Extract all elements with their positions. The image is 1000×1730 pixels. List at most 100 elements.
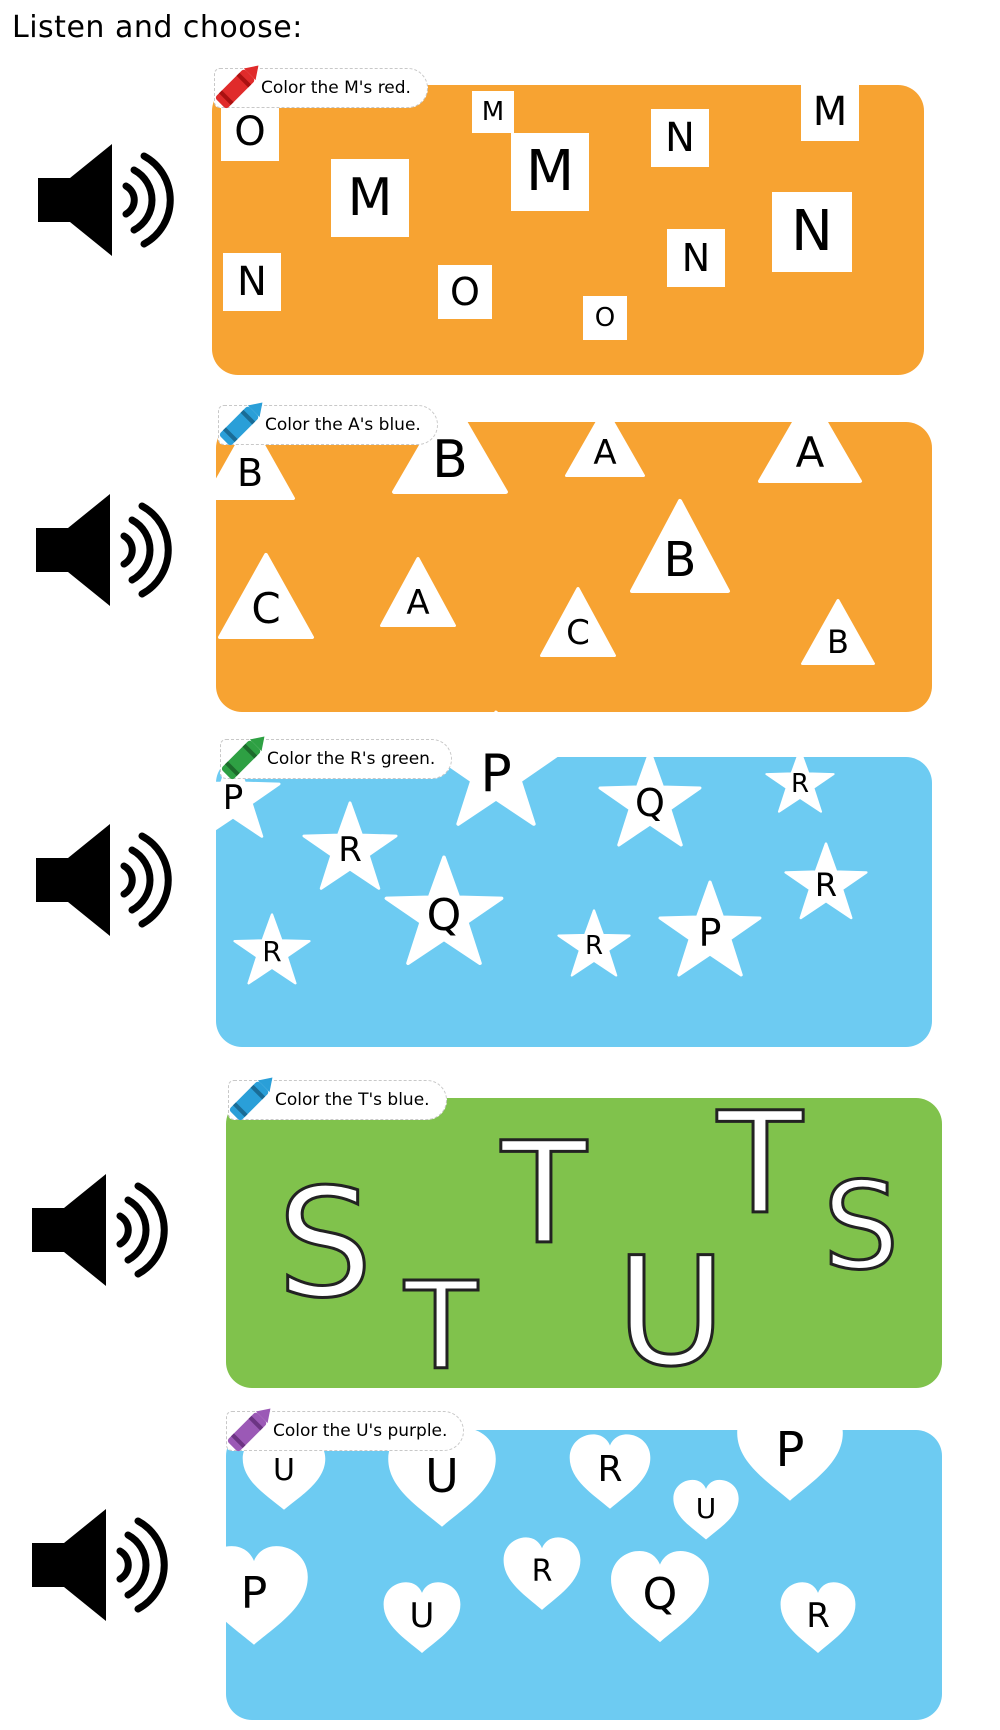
letter: N <box>665 115 695 161</box>
activity-panel-4 <box>226 1098 942 1388</box>
instruction-text: Color the R's green. <box>267 749 436 769</box>
speaker-icon[interactable] <box>24 1505 174 1625</box>
tri-letter-card[interactable]: A <box>380 557 456 627</box>
outline-letter-glyph: S <box>277 1157 372 1331</box>
blue-crayon-icon <box>229 1077 273 1121</box>
tri-letter-card[interactable]: A <box>758 393 862 483</box>
instruction-label-2: Color the A's blue. <box>218 402 438 446</box>
letter: M <box>812 89 848 135</box>
instruction-text: Color the M's red. <box>261 78 411 98</box>
letter: M <box>347 168 393 228</box>
heart-letter-card[interactable]: R <box>779 1580 857 1656</box>
outline-letter[interactable]: U <box>615 1225 728 1402</box>
purple-crayon-icon <box>227 1408 271 1452</box>
letter: O <box>450 270 480 314</box>
square-letter-card[interactable]: O <box>221 103 279 161</box>
letter: B <box>827 623 849 662</box>
star-letter-card[interactable]: R <box>233 913 311 987</box>
star-letter-card[interactable]: P <box>185 749 281 841</box>
heart-letter-card[interactable]: U <box>386 1425 498 1531</box>
heart-letter-card[interactable]: R <box>568 1432 652 1512</box>
outline-letter-glyph: T <box>500 1113 587 1276</box>
square-letter-card[interactable]: N <box>223 253 281 311</box>
letter: R <box>814 865 838 904</box>
star-letter-card[interactable]: P <box>433 710 559 830</box>
square-letter-card[interactable]: O <box>583 296 627 340</box>
square-letter-card[interactable]: N <box>667 229 725 287</box>
letter: Q <box>642 1568 678 1620</box>
letter: R <box>790 769 810 800</box>
star-letter-card[interactable]: Q <box>384 855 504 969</box>
outline-letter[interactable]: S <box>816 1157 906 1299</box>
outline-letter-glyph: T <box>716 1083 803 1246</box>
heart-letter-card[interactable]: P <box>198 1543 310 1649</box>
tri-letter-card[interactable]: A <box>565 407 645 477</box>
letter: R <box>338 829 362 870</box>
square-letter-card[interactable]: N <box>651 109 709 167</box>
star-letter-card[interactable]: R <box>557 909 631 979</box>
letter: R <box>262 935 282 969</box>
heart-letter-card[interactable]: U <box>672 1478 740 1542</box>
heart-letter-card[interactable]: P <box>735 1399 845 1505</box>
instruction-label-4: Color the T's blue. <box>228 1077 447 1121</box>
letter: U <box>425 1448 459 1503</box>
letter: P <box>775 1421 805 1478</box>
tri-letter-card[interactable]: C <box>218 553 314 639</box>
letter: B <box>432 430 468 491</box>
blue-crayon-icon <box>219 402 263 446</box>
instruction-text: Color the T's blue. <box>275 1090 430 1110</box>
letter: C <box>566 612 590 653</box>
square-letter-card[interactable]: O <box>438 265 492 319</box>
letter: Q <box>426 889 462 941</box>
letter: P <box>480 743 512 804</box>
letter: R <box>806 1596 830 1637</box>
square-letter-card[interactable]: N <box>772 192 852 272</box>
star-letter-card[interactable]: R <box>765 749 835 815</box>
letter: N <box>791 199 833 264</box>
letter: R <box>584 931 604 962</box>
heart-letter-card[interactable]: U <box>241 1433 327 1513</box>
letter: Q <box>635 781 665 826</box>
green-crayon-icon <box>221 736 265 780</box>
heart-letter-card[interactable]: R <box>502 1535 582 1613</box>
tri-letter-card[interactable]: B <box>205 420 295 500</box>
star-letter-card[interactable]: Q <box>598 750 702 850</box>
speaker-icon[interactable] <box>30 140 180 260</box>
heart-letter-card[interactable]: Q <box>609 1548 711 1646</box>
letter: O <box>234 109 266 155</box>
star-letter-card[interactable]: R <box>784 842 868 922</box>
star-letter-card[interactable]: R <box>302 801 398 893</box>
letter: B <box>663 532 697 588</box>
page-title: Listen and choose: <box>12 10 303 45</box>
outline-letter-glyph: T <box>403 1258 478 1397</box>
letter: A <box>406 582 430 623</box>
square-letter-card[interactable]: M <box>511 133 589 211</box>
letter: A <box>795 427 825 477</box>
speaker-icon[interactable] <box>28 820 178 940</box>
outline-letter[interactable]: S <box>270 1156 380 1333</box>
instruction-label-3: Color the R's green. <box>220 736 453 780</box>
instruction-text: Color the U's purple. <box>273 1421 448 1441</box>
letter: U <box>695 1491 717 1525</box>
heart-letter-card[interactable]: U <box>382 1580 462 1656</box>
square-letter-card[interactable]: M <box>331 159 409 237</box>
tri-letter-card[interactable]: B <box>630 499 730 593</box>
outline-letter[interactable]: T <box>400 1257 482 1399</box>
instruction-label-1: Color the M's red. <box>214 65 428 109</box>
tri-letter-card[interactable]: B <box>801 599 875 666</box>
outline-letter-glyph: U <box>616 1226 726 1400</box>
speaker-icon[interactable] <box>28 490 178 610</box>
letter: O <box>594 303 616 333</box>
letter: C <box>251 584 281 634</box>
speaker-icon[interactable] <box>24 1170 174 1290</box>
tri-letter-card[interactable]: B <box>392 394 508 494</box>
outline-letter[interactable]: T <box>494 1111 594 1277</box>
star-letter-card[interactable]: P <box>658 880 762 980</box>
letter: U <box>273 1453 295 1489</box>
square-letter-card[interactable]: M <box>801 83 859 141</box>
letter: R <box>597 1449 623 1491</box>
outline-letter[interactable]: T <box>710 1081 810 1247</box>
letter: P <box>698 911 722 956</box>
tri-letter-card[interactable]: C <box>540 587 616 657</box>
square-letter-card[interactable]: M <box>472 91 514 133</box>
